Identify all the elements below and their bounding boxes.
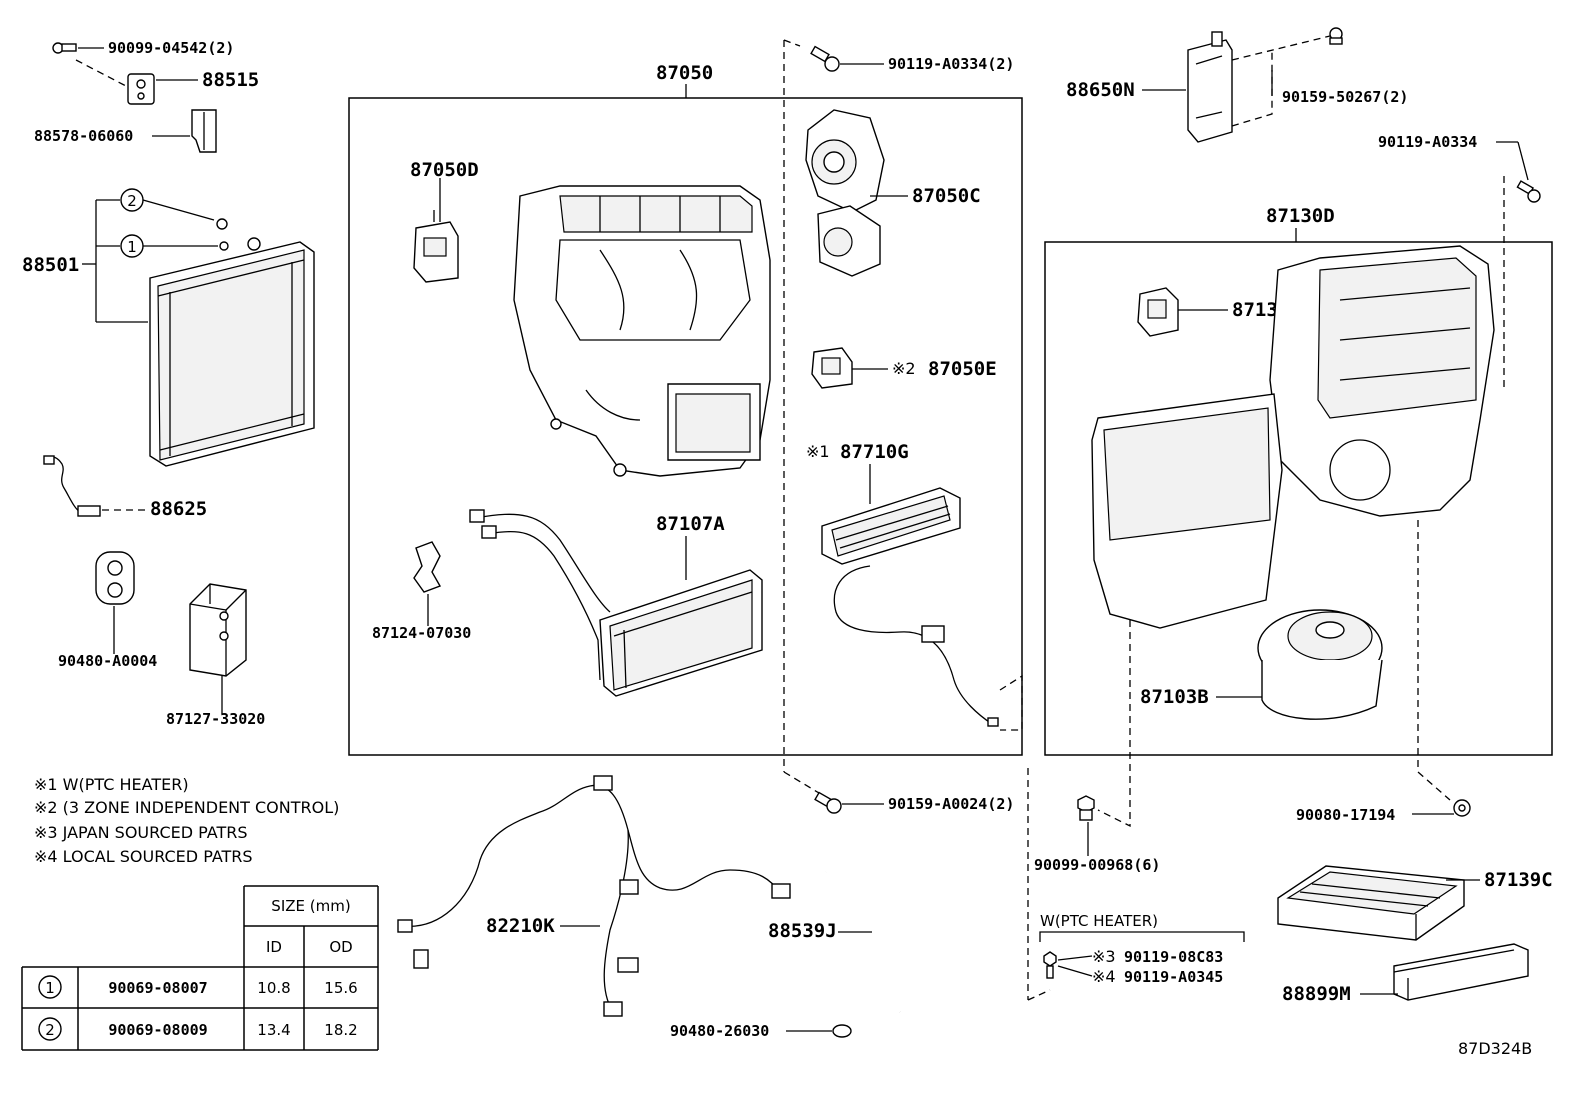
o-ring-1-icon xyxy=(219,241,229,251)
bolt-90159-a0024-icon[interactable] xyxy=(814,791,842,814)
mark-3: ※3 xyxy=(1092,947,1116,966)
label-87124-07030: 87124-07030 xyxy=(372,624,471,642)
wire-harness-82210k-icon[interactable] xyxy=(397,775,791,1017)
label-90119-a0334-2: 90119-A0334(2) xyxy=(888,55,1014,73)
label-90480-26030: 90480-26030 xyxy=(670,1022,769,1040)
table-row-2-mark: 2 xyxy=(45,1021,55,1039)
blower-motor-87103b-icon[interactable] xyxy=(1257,609,1383,720)
size-table: SIZE (mm) ID OD 1 90069-08007 10.8 15.6 … xyxy=(21,885,379,1051)
label-90099-00968: 90099-00968(6) xyxy=(1034,856,1160,874)
label-88501: 88501 xyxy=(22,254,79,276)
mark-4: ※4 xyxy=(1092,967,1116,986)
label-90159-a0024: 90159-A0024(2) xyxy=(888,795,1014,813)
label-87130d: 87130D xyxy=(1266,205,1335,227)
bolt-90119-a0334-icon[interactable] xyxy=(810,45,840,72)
cover-88578-06060-icon[interactable] xyxy=(191,109,217,153)
expansion-valve-88515-icon[interactable] xyxy=(127,73,155,105)
drain-hose-88539j-icon[interactable] xyxy=(825,868,904,1014)
diagram-code: 87D324B xyxy=(1458,1039,1532,1058)
evaporator-88501-icon[interactable] xyxy=(149,237,315,467)
label-87050e: 87050E xyxy=(928,358,997,380)
table-header-od: OD xyxy=(329,938,352,956)
blower-case-87130d-icon[interactable] xyxy=(1091,245,1495,629)
table-row-2-od: 18.2 xyxy=(324,1021,357,1039)
note-4: ※4 LOCAL SOURCED PATRS xyxy=(34,847,253,866)
mark-2-87050e: ※2 xyxy=(892,359,916,378)
thermistor-88625-icon[interactable] xyxy=(43,455,101,517)
table-row-1-part: 90069-08007 xyxy=(108,979,207,997)
grommet-90480-26030-icon[interactable] xyxy=(832,1024,852,1038)
label-87107a: 87107A xyxy=(656,513,725,535)
label-90099-04542: 90099-04542(2) xyxy=(108,39,234,57)
note-1: ※1 W(PTC HEATER) xyxy=(34,775,189,794)
label-88539j: 88539J xyxy=(768,920,837,942)
label-88899m: 88899M xyxy=(1282,983,1351,1005)
label-90480-a0004: 90480-A0004 xyxy=(58,652,157,670)
pad-87127-33020-icon[interactable] xyxy=(189,583,247,677)
label-88650n: 88650N xyxy=(1066,79,1135,101)
label-87710g: 87710G xyxy=(840,441,909,463)
damper-servo-87050c-icon[interactable] xyxy=(805,109,885,277)
ptc-heater-87710g-icon[interactable] xyxy=(821,487,999,727)
label-87050c: 87050C xyxy=(912,185,981,207)
pipe-clamp-87124-07030-icon[interactable] xyxy=(413,541,442,593)
nut-90080-17194-icon[interactable] xyxy=(1453,799,1471,817)
note-3: ※3 JAPAN SOURCED PATRS xyxy=(34,823,248,842)
blower-unit-box-87130d xyxy=(1044,241,1553,756)
bolt-90119-a0334-right-icon[interactable] xyxy=(1516,180,1541,203)
grommet-90480-a0004-icon[interactable] xyxy=(95,551,135,605)
table-row-1-id: 10.8 xyxy=(257,979,290,997)
control-module-88650n-icon[interactable] xyxy=(1187,31,1233,143)
label-88625: 88625 xyxy=(150,498,207,520)
label-87050d: 87050D xyxy=(410,159,479,181)
bolt-90119-08c83-icon[interactable] xyxy=(1043,951,1057,979)
table-header-id: ID xyxy=(266,938,282,956)
table-row-1-od: 15.6 xyxy=(324,979,357,997)
label-82210k: 82210K xyxy=(486,915,555,937)
note-2: ※2 (3 ZONE INDEPENDENT CONTROL) xyxy=(34,798,339,817)
damper-servo-87050e-icon[interactable] xyxy=(811,347,853,389)
table-header-size: SIZE (mm) xyxy=(271,897,350,915)
air-filter-87139c-icon[interactable] xyxy=(1277,865,1465,941)
heater-core-87107a-icon[interactable] xyxy=(469,509,763,697)
o-ring-2-icon xyxy=(216,218,228,230)
heater-case-87050-icon[interactable] xyxy=(513,185,771,477)
callout-1-text: 1 xyxy=(127,238,137,256)
damper-servo-87130k-icon[interactable] xyxy=(1137,287,1179,337)
mark-1-87710g: ※1 xyxy=(806,442,830,461)
label-87103b: 87103B xyxy=(1140,686,1209,708)
table-row-2-part: 90069-08009 xyxy=(108,1021,207,1039)
callout-2-text: 2 xyxy=(127,192,137,210)
label-88515: 88515 xyxy=(202,69,259,91)
nut-90099-00968-icon[interactable] xyxy=(1077,795,1095,821)
table-row-2-id: 13.4 xyxy=(257,1021,290,1039)
heater-unit-box-87050 xyxy=(348,97,1023,756)
label-88578-06060: 88578-06060 xyxy=(34,127,133,145)
label-90119-a0345: 90119-A0345 xyxy=(1124,968,1223,986)
label-87139c: 87139C xyxy=(1484,869,1553,891)
ptc-heater-label: W(PTC HEATER) xyxy=(1040,912,1158,930)
bolt-90099-04542-icon[interactable] xyxy=(52,42,77,54)
bolt-90159-50267-icon[interactable] xyxy=(1329,27,1343,45)
label-87050: 87050 xyxy=(656,62,713,84)
filter-cover-88899m-icon[interactable] xyxy=(1393,943,1529,1001)
damper-servo-87050d-icon[interactable] xyxy=(413,210,459,283)
label-90119-a0334: 90119-A0334 xyxy=(1378,133,1477,151)
table-row-1-mark: 1 xyxy=(45,979,55,997)
label-90119-08c83: 90119-08C83 xyxy=(1124,948,1223,966)
label-90159-50267: 90159-50267(2) xyxy=(1282,88,1408,106)
label-87127-33020: 87127-33020 xyxy=(166,710,265,728)
label-90080-17194: 90080-17194 xyxy=(1296,806,1395,824)
